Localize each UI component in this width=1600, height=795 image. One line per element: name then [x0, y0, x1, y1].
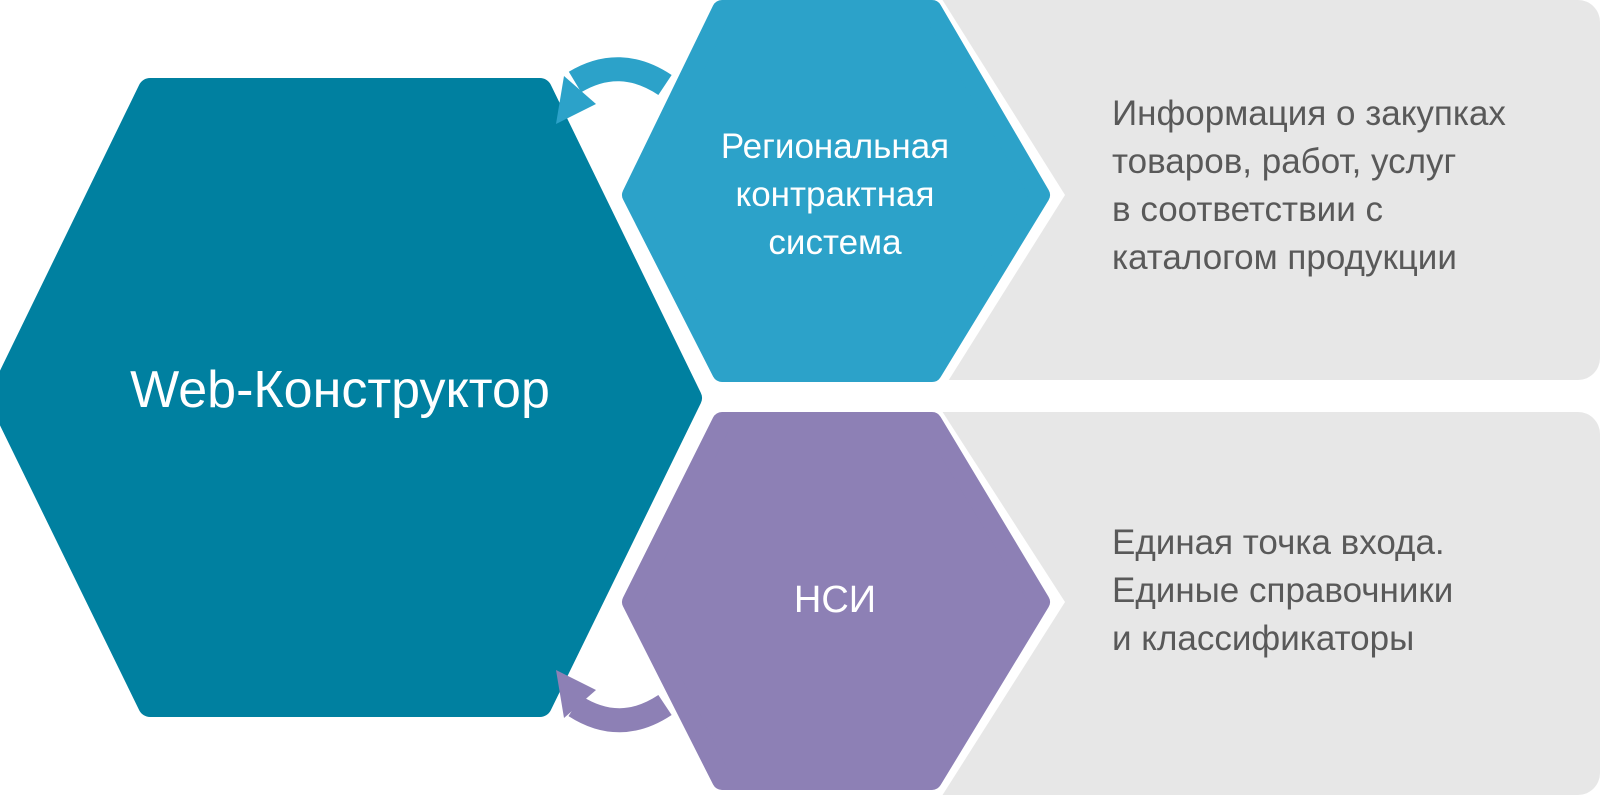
- hexagon-nsi: [622, 412, 1050, 790]
- hexagon-regional: [622, 0, 1050, 382]
- hexagon-main: [0, 78, 702, 717]
- curved-arrow-icon: [556, 57, 672, 124]
- nsi-node-label: НСИ: [793, 578, 877, 621]
- nsi-description: Единая точка входа. Единые справочники и…: [1112, 523, 1454, 658]
- regional-description: Информация о закупках товаров, работ, ус…: [1112, 94, 1506, 277]
- description-panel-regional: [915, 0, 1600, 380]
- description-panel-nsi: [915, 412, 1600, 795]
- regional-node-label: Региональная контрактная система: [720, 127, 950, 262]
- main-node-label: Web-Конструктор: [130, 361, 550, 419]
- curved-arrow-icon: [556, 670, 672, 733]
